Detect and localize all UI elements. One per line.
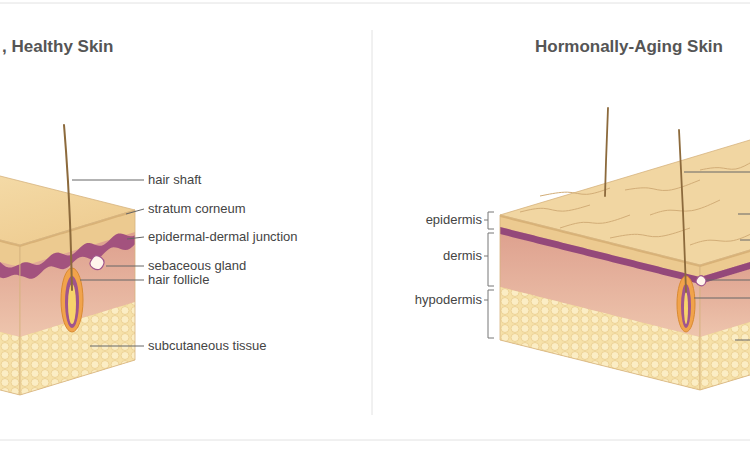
layer-brackets xyxy=(484,212,494,338)
leader-line xyxy=(80,280,144,281)
wrinkle xyxy=(610,228,690,238)
block-edge xyxy=(20,210,135,395)
junction-layer xyxy=(0,233,20,279)
wrinkle xyxy=(520,205,590,212)
epidermis-layer xyxy=(0,211,20,395)
hair-bulb xyxy=(684,292,688,324)
bracket xyxy=(484,233,494,286)
hypodermis-layer xyxy=(0,303,20,395)
hair xyxy=(64,125,72,290)
aging-skin-block xyxy=(500,108,750,390)
stratum-corneum-layer xyxy=(0,211,20,247)
layer-label: hypodermis xyxy=(415,293,482,307)
part-label: stratum corneum xyxy=(148,202,246,216)
frame-line xyxy=(0,440,750,441)
leader-line xyxy=(706,280,750,281)
leader-line xyxy=(72,180,144,181)
part-label: subcutaneous tissue xyxy=(148,339,267,353)
dermis-layer xyxy=(0,233,20,337)
hypodermis-layer xyxy=(500,287,700,390)
frame-line xyxy=(0,3,750,4)
hair xyxy=(605,108,608,196)
leader-line xyxy=(684,172,750,173)
junction-layer xyxy=(500,227,700,284)
leader-line xyxy=(127,237,144,239)
part-label: epidermal-dermal junction xyxy=(148,230,298,244)
wrinkle xyxy=(560,215,630,228)
epidermis-layer xyxy=(20,210,135,395)
hair xyxy=(679,130,686,292)
part-label: hair shaft xyxy=(148,173,201,187)
panel-divider xyxy=(372,30,373,415)
wrinkle xyxy=(650,200,720,215)
block-edge xyxy=(500,215,700,390)
leader-line xyxy=(694,298,750,299)
leader-line xyxy=(126,209,144,214)
healthy-skin-block xyxy=(0,125,135,395)
leader-line xyxy=(90,346,144,347)
epidermis-layer xyxy=(500,215,700,390)
part-label: sebaceous gland xyxy=(148,259,246,273)
wrinkle xyxy=(700,160,750,170)
wrinkle xyxy=(540,188,610,196)
leader-lines xyxy=(72,172,750,346)
sebaceous-gland xyxy=(696,276,706,286)
panel-title: , Healthy Skin xyxy=(2,37,113,57)
block-edge xyxy=(700,247,750,390)
leader-line xyxy=(740,240,750,241)
wrinkle xyxy=(690,232,750,245)
epidermis-layer xyxy=(700,247,750,390)
bracket xyxy=(484,212,494,229)
leader-line xyxy=(106,266,144,267)
part-label: hair follicle xyxy=(148,273,209,287)
block-edge xyxy=(0,211,20,395)
bracket xyxy=(484,290,494,338)
stratum-corneum-layer xyxy=(700,247,750,267)
panel-title: Hormonally-Aging Skin xyxy=(535,37,723,57)
layer-label: dermis xyxy=(443,249,482,263)
hypodermis-layer xyxy=(700,319,750,390)
wrinkle xyxy=(625,180,700,191)
leader-line xyxy=(735,340,750,341)
sebaceous-gland xyxy=(90,256,104,270)
layer-label: epidermis xyxy=(426,213,482,227)
leader-line xyxy=(738,214,750,215)
